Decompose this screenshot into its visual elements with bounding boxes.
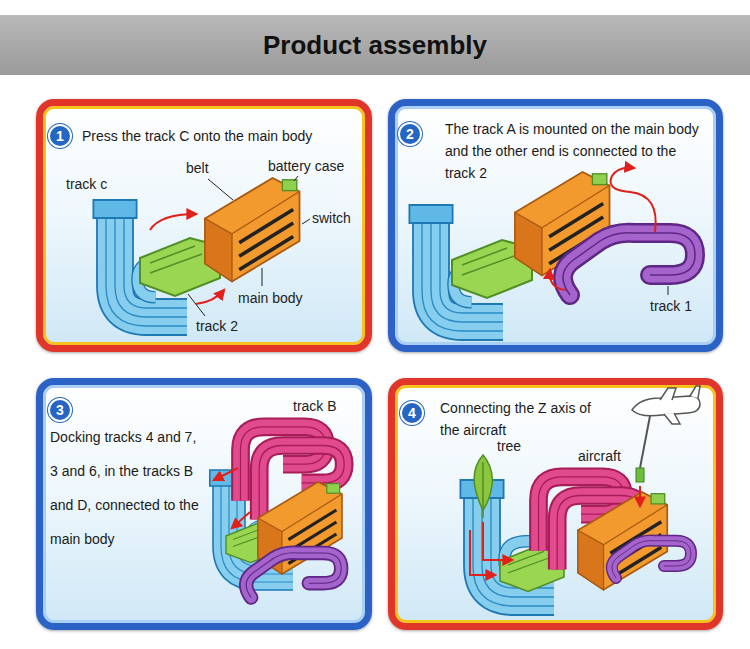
assembly-arrow [150, 214, 196, 230]
part-label: track 1 [650, 298, 692, 314]
assembly-arrow [550, 270, 566, 290]
step-number-badge: 2 [398, 122, 422, 146]
title-text: Product assembly [263, 30, 487, 61]
assembly-arrow [196, 290, 224, 304]
part-label: track 2 [196, 318, 238, 334]
step-text: Connecting the Z axis of the aircraft [440, 397, 600, 441]
part-label: track c [66, 176, 107, 192]
tree-stem [482, 462, 484, 518]
part-label: battery case [268, 158, 344, 174]
leader-line [668, 286, 669, 295]
z-axis-tip [636, 468, 644, 482]
callout-number: 2 [406, 126, 414, 142]
aircraft-wings [660, 386, 700, 424]
part-label: track B [293, 398, 337, 414]
step-number-badge: 3 [48, 398, 72, 422]
step-number-badge: 4 [400, 401, 424, 425]
assembly-arrow [639, 486, 641, 506]
callout-number: 4 [408, 405, 416, 421]
z-axis-rod [640, 416, 650, 468]
step-text: The track A is mounted on the main body … [445, 118, 700, 184]
callout-number: 1 [56, 128, 64, 144]
track-1-piece [563, 233, 695, 295]
part-label: switch [312, 210, 351, 226]
part-label: belt [186, 160, 209, 176]
title-bar: Product assembly [0, 15, 750, 75]
step-text: Press the track C onto the main body [82, 126, 364, 146]
part-label: tree [497, 438, 521, 454]
part-label: main body [238, 290, 303, 306]
callout-number: 3 [56, 402, 64, 418]
part-label: aircraft [578, 448, 621, 464]
assembly-arrow [470, 530, 495, 575]
assembly-arrow [483, 522, 512, 560]
step-text: Docking tracks 4 and 7, 3 and 6, in the … [50, 420, 200, 556]
assembly-arrow [214, 468, 238, 480]
assembly-arrow [610, 168, 655, 232]
leader-line [188, 176, 310, 316]
track-1-piece [612, 541, 691, 578]
track-1-piece [246, 553, 341, 598]
main-body-piece [205, 178, 300, 282]
assembly-arrow [232, 512, 250, 528]
step-number-badge: 1 [48, 124, 72, 148]
